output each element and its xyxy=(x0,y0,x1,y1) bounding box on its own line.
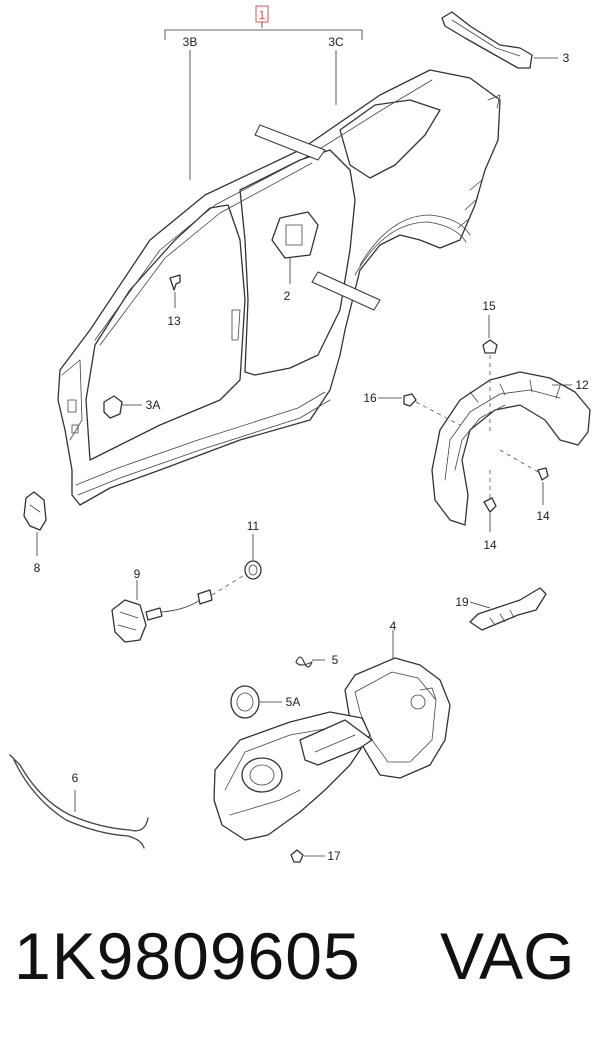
clip-13 xyxy=(169,274,181,291)
wheel-arch-liner xyxy=(431,371,591,526)
drain-hose xyxy=(9,754,149,849)
footer-part-number: 1K9809605 xyxy=(14,919,361,993)
grommet-11 xyxy=(244,560,262,580)
callout-14-right-label: 14 xyxy=(536,509,550,523)
callout-3B-label: 3B xyxy=(183,35,198,49)
side-panel-assembly xyxy=(57,69,501,506)
reinforcement-strip xyxy=(441,11,533,69)
bracket-3A xyxy=(103,395,123,419)
callout-11-label: 11 xyxy=(247,519,260,533)
callout-3A-label: 3A xyxy=(146,398,161,412)
callout-6-label: 6 xyxy=(72,771,79,785)
callout-17-label: 17 xyxy=(327,849,341,863)
callout-3-label: 3 xyxy=(563,51,570,65)
callout-5-label: 5 xyxy=(332,653,339,667)
callout-group-1: 1 xyxy=(164,5,363,40)
footer-brand: VAG xyxy=(440,919,575,993)
callout-16-label: 16 xyxy=(363,391,377,405)
callout-19-label: 19 xyxy=(455,595,469,609)
callout-3C-label: 3C xyxy=(328,35,344,49)
callout-15-label: 15 xyxy=(482,299,496,313)
plunger-19 xyxy=(469,587,547,631)
fuel-filler-housing xyxy=(213,711,373,841)
callout-1-label: 1 xyxy=(259,8,266,22)
callout-13-label: 13 xyxy=(167,314,181,328)
fastener-14-right xyxy=(537,467,549,481)
callout-14-bottom-label: 14 xyxy=(483,538,497,552)
spring-5 xyxy=(295,656,313,668)
fastener-16 xyxy=(403,393,417,407)
bracket-8 xyxy=(23,491,47,531)
callout-4-label: 4 xyxy=(390,619,397,633)
hinge-plate xyxy=(271,211,319,259)
callout-9-label: 9 xyxy=(134,567,141,581)
fastener-15 xyxy=(482,339,498,354)
callout-5A-label: 5A xyxy=(286,695,301,709)
fastener-14-bottom xyxy=(483,497,497,513)
cap-5A xyxy=(230,685,260,719)
fastener-17 xyxy=(290,849,304,863)
callout-8-label: 8 xyxy=(34,561,41,575)
actuator-9 xyxy=(111,589,213,643)
callout-12-label: 12 xyxy=(575,378,589,392)
callout-2-label: 2 xyxy=(284,289,291,303)
